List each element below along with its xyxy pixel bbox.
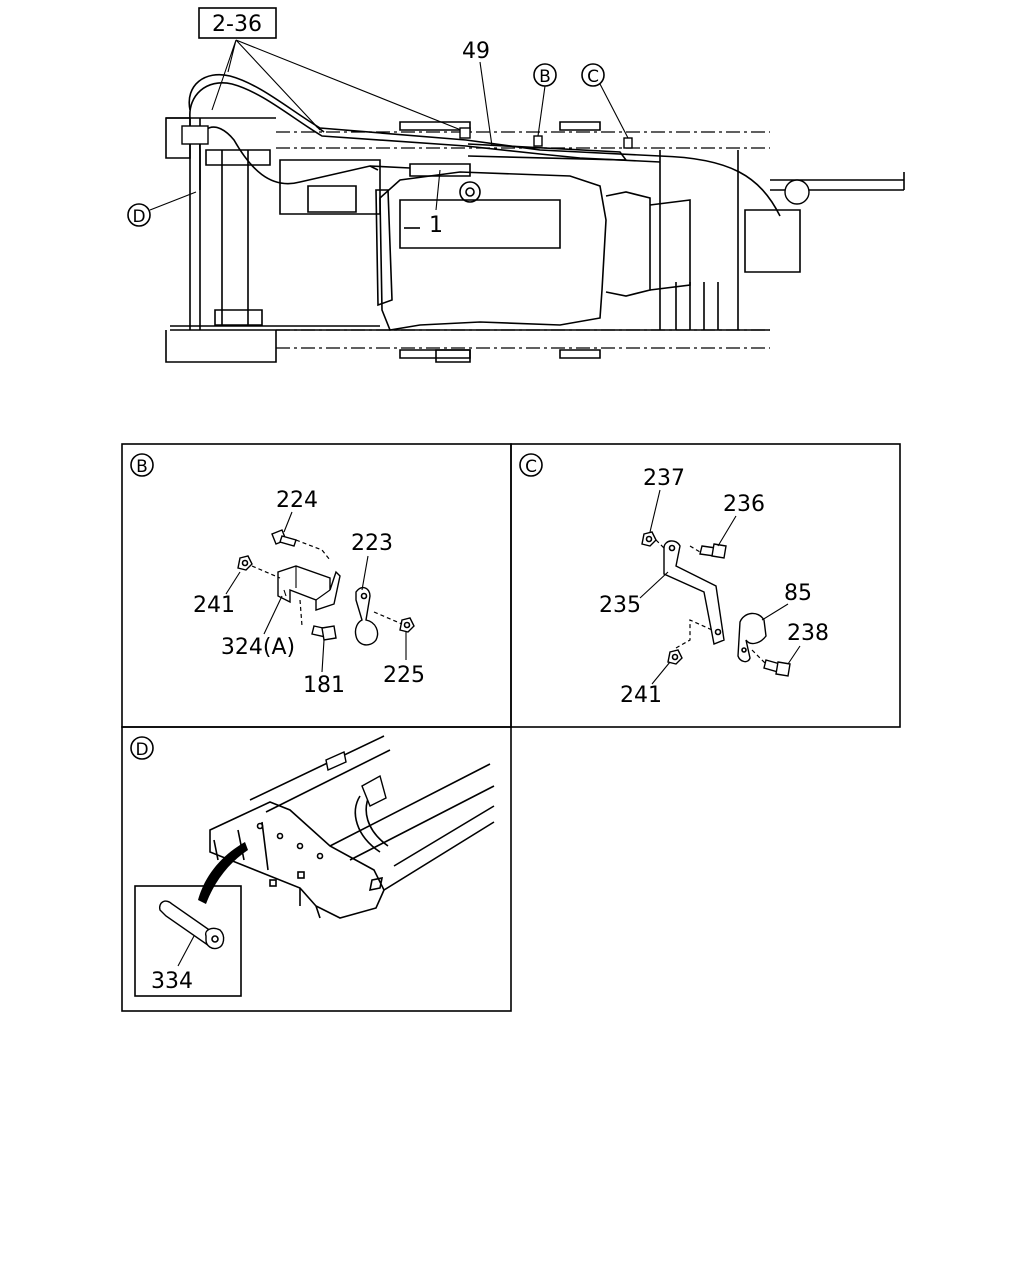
detail-c: C [519,453,829,708]
bolt-238 [763,659,791,677]
leader-c [599,83,629,139]
callout-b-label: B [539,67,551,87]
detail-b: B [130,453,425,698]
bracket-235 [663,540,725,645]
label-241-b: 241 [193,593,235,618]
label-235: 235 [599,593,641,618]
bolt-236 [699,543,727,559]
panel-d-frame [121,726,512,1012]
callout-c-label: C [587,67,599,87]
detail-c-tag: C [525,457,537,477]
callout-d-label: D [132,207,145,227]
nut-225 [399,617,415,633]
detail-d-arrow [198,842,248,904]
detail-d-tag-circle [130,736,154,760]
nut-237 [641,531,657,547]
ref-box-frame [198,7,277,39]
transmission [375,150,905,331]
callout-c-circle [581,63,605,87]
detail-d-inset-frame [134,885,242,997]
label-236: 236 [723,492,765,517]
frame-perspective [209,735,495,919]
leader-1 [435,169,441,211]
label-225: 225 [383,663,425,688]
callout-d-circle [127,203,151,227]
label-241-c: 241 [620,683,662,708]
detail-d-tag: D [135,740,148,760]
label-49: 49 [462,39,490,64]
label-238: 238 [787,621,829,646]
leader-d [149,191,197,211]
detail-d: D 334 [130,735,495,997]
nut-241-c [667,649,683,665]
label-223: 223 [351,531,393,556]
chassis-frame [165,117,770,363]
label-224: 224 [276,488,318,513]
label-181: 181 [303,673,345,698]
main-view: 2-36 [127,7,905,363]
label-1: 1 [429,213,443,238]
label-334: 334 [151,969,193,994]
clip-85 [737,612,767,663]
ref-box-label: 2-36 [212,12,262,37]
bolt-181 [311,625,337,641]
label-85: 85 [784,581,812,606]
panel-c-frame [510,443,901,728]
leader-49 [479,61,493,147]
label-237: 237 [643,466,685,491]
cable-49 [181,73,781,217]
part-334 [158,900,225,950]
detail-panels [121,443,901,1012]
bracket-324a [277,565,341,611]
detail-b-tag: B [136,457,148,477]
bolt-224 [271,529,297,547]
clip-223 [354,586,379,646]
detail-c-tag-circle [519,453,543,477]
detail-b-tag-circle [130,453,154,477]
label-324a: 324(A) [221,635,295,660]
leader-b [537,85,546,137]
nut-241 [237,555,253,571]
detail-b-assembly-lines [251,539,403,627]
